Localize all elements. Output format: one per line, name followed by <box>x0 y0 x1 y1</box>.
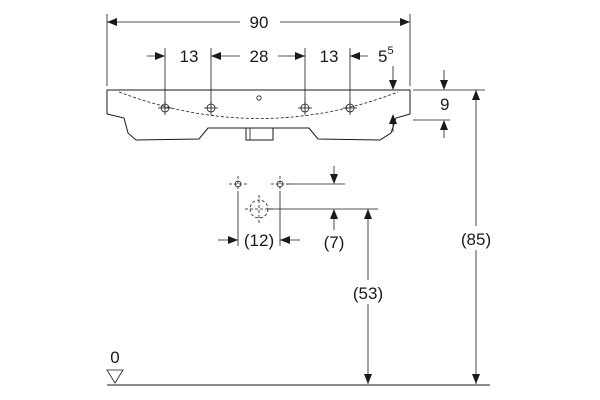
level-marker-icon <box>106 369 124 384</box>
edge-offset-base: 5 <box>378 47 387 66</box>
hole-spacing-right-label: 13 <box>320 47 339 66</box>
overall-width-label: 90 <box>250 13 269 32</box>
hole-spacing-middle-label: 28 <box>250 47 269 66</box>
basin-height-dimension: 9 <box>413 70 485 138</box>
waste-height-dimension: (53) <box>346 209 390 384</box>
waste-height-label: (53) <box>353 284 383 303</box>
overall-width-dimension: 90 <box>106 13 411 86</box>
total-height-label: (85) <box>461 230 491 249</box>
supply-point-icon <box>229 176 247 192</box>
waste-offset-label: (7) <box>324 233 345 252</box>
tap-hole-icon <box>298 101 312 115</box>
waste-spacing-label: (12) <box>244 231 274 250</box>
edge-offset-arrows <box>389 66 397 132</box>
tap-hole-icon <box>343 101 357 115</box>
edge-offset-superscript: 5 <box>387 45 393 57</box>
basin-height-label: 9 <box>440 95 449 114</box>
total-height-dimension: (85) <box>455 90 497 384</box>
floor-level-label: 0 <box>110 348 119 367</box>
tap-hole-icon <box>158 101 172 115</box>
floor-level: 0 <box>106 348 490 386</box>
edge-offset-label: 55 <box>378 45 394 66</box>
hole-spacing-left-label: 13 <box>180 47 199 66</box>
waste-offset-dimension: (7) <box>268 166 378 252</box>
hole-spacing-dimensions: 13 28 13 55 <box>147 45 394 108</box>
basin-front-view <box>106 89 411 141</box>
tap-hole-icon <box>204 101 218 115</box>
waste-spacing-dimension: (12) <box>218 192 300 250</box>
